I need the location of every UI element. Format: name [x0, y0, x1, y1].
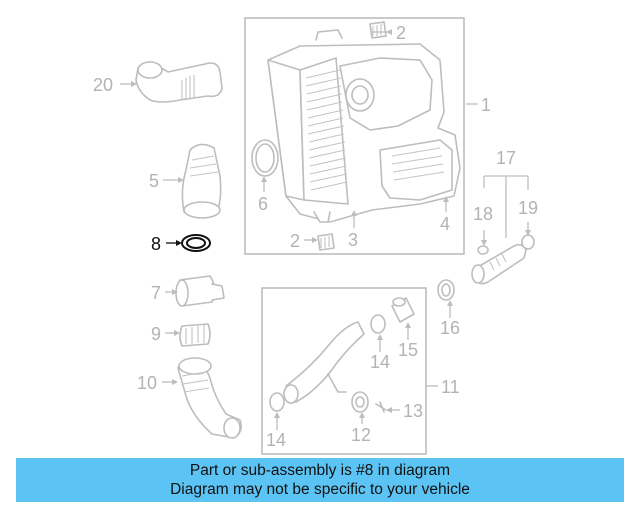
air-cleaner-housing [267, 29, 461, 223]
duct-assembly-box [261, 287, 427, 455]
callout-8: 8 [151, 234, 161, 254]
callout-2-bottom: 2 [290, 231, 300, 251]
callout-15: 15 [398, 340, 418, 360]
grommet-bottom [317, 233, 335, 251]
callout-1: 1 [481, 95, 491, 115]
callout-19: 19 [518, 198, 538, 218]
hose-clamp-16 [437, 279, 455, 301]
callout-14-upper: 14 [370, 352, 390, 372]
grommet-12 [351, 391, 369, 413]
callout-11: 11 [441, 377, 460, 397]
info-banner: Part or sub-assembly is #8 in diagram Di… [16, 458, 624, 502]
callout-7: 7 [151, 283, 161, 303]
callout-18: 18 [473, 204, 493, 224]
housing-gasket [251, 139, 279, 177]
callout-3: 3 [348, 230, 358, 250]
callout-17: 17 [496, 148, 516, 168]
air-cleaner-assembly-box [244, 17, 465, 255]
o-ring-part-8 [181, 234, 211, 252]
intake-elbow-boot [181, 143, 222, 219]
callout-14-lower: 14 [266, 430, 286, 450]
intake-duct-10 [177, 357, 242, 439]
hose-clamp-14-upper [370, 314, 386, 334]
callout-4: 4 [440, 214, 450, 234]
callout-2-top: 2 [396, 23, 406, 43]
callout-12: 12 [351, 425, 371, 445]
callout-16: 16 [440, 318, 460, 338]
intake-hose-upper [135, 61, 223, 103]
banner-line-1: Part or sub-assembly is #8 in diagram [189, 462, 451, 479]
callout-5: 5 [149, 171, 159, 191]
grommet-top [369, 21, 387, 39]
callout-6: 6 [258, 194, 268, 214]
callout-10: 10 [137, 373, 157, 393]
clip-13 [375, 401, 387, 413]
banner-line-2: Diagram may not be specific to your vehi… [170, 481, 470, 498]
callout-13: 13 [403, 401, 423, 421]
connector-hose-15 [391, 297, 415, 323]
hose-clamp-14-lower [269, 392, 285, 412]
callout-20: 20 [93, 75, 113, 95]
callout-9: 9 [151, 324, 161, 344]
vent-hose-assembly [471, 234, 535, 285]
mass-air-flow-sensor [175, 275, 225, 307]
hose-clamp-9 [179, 323, 211, 347]
air-duct-11 [283, 321, 365, 404]
leader-lines [120, 29, 531, 430]
